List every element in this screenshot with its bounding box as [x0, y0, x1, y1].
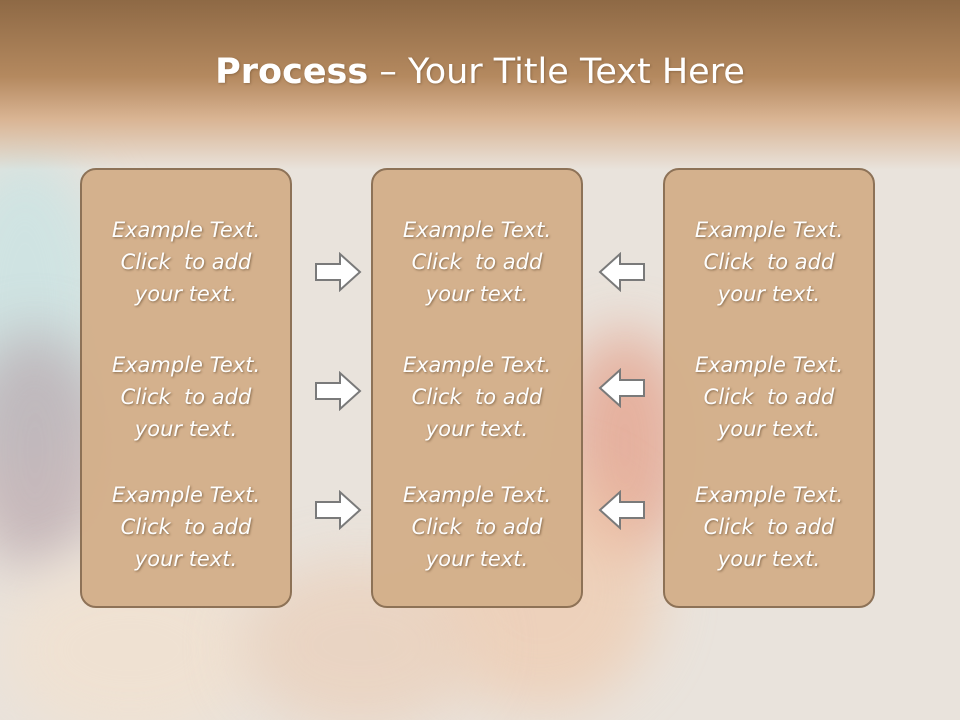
text-line: Click to add: [120, 515, 252, 539]
text-block[interactable]: Example Text. Click to add your text.: [82, 349, 290, 445]
text-block[interactable]: Example Text. Click to add your text.: [665, 349, 873, 445]
text-line: your text.: [425, 547, 529, 571]
text-line: Click to add: [703, 385, 835, 409]
text-line: Click to add: [703, 250, 835, 274]
panel-left[interactable]: Example Text. Click to add your text. Ex…: [80, 168, 292, 608]
text-block[interactable]: Example Text. Click to add your text.: [373, 349, 581, 445]
panel-right[interactable]: Example Text. Click to add your text. Ex…: [663, 168, 875, 608]
text-line: Example Text.: [402, 218, 552, 242]
text-line: your text.: [717, 547, 821, 571]
text-line: Click to add: [120, 385, 252, 409]
text-line: your text.: [134, 547, 238, 571]
title-rest: – Your Title Text Here: [368, 52, 745, 92]
text-line: Example Text.: [694, 353, 844, 377]
text-line: Click to add: [120, 250, 252, 274]
text-line: Click to add: [411, 385, 543, 409]
arrow-right-icon[interactable]: [314, 371, 362, 411]
text-line: your text.: [134, 282, 238, 306]
title-band: [0, 0, 960, 170]
text-line: Example Text.: [111, 218, 261, 242]
panel-middle[interactable]: Example Text. Click to add your text. Ex…: [371, 168, 583, 608]
text-block[interactable]: Example Text. Click to add your text.: [82, 214, 290, 310]
text-line: Example Text.: [402, 353, 552, 377]
arrow-right-icon[interactable]: [314, 490, 362, 530]
slide-title[interactable]: Process – Your Title Text Here: [0, 52, 960, 92]
text-line: your text.: [425, 282, 529, 306]
text-block[interactable]: Example Text. Click to add your text.: [82, 479, 290, 575]
arrow-right-icon[interactable]: [314, 252, 362, 292]
arrow-left-icon[interactable]: [598, 252, 646, 292]
arrow-left-icon[interactable]: [598, 368, 646, 408]
text-line: your text.: [717, 417, 821, 441]
text-line: Example Text.: [111, 483, 261, 507]
text-block[interactable]: Example Text. Click to add your text.: [665, 214, 873, 310]
text-line: Click to add: [411, 515, 543, 539]
text-line: Click to add: [411, 250, 543, 274]
text-line: your text.: [717, 282, 821, 306]
text-line: your text.: [425, 417, 529, 441]
text-line: Click to add: [703, 515, 835, 539]
arrow-left-icon[interactable]: [598, 490, 646, 530]
text-line: Example Text.: [694, 483, 844, 507]
text-block[interactable]: Example Text. Click to add your text.: [373, 479, 581, 575]
text-line: Example Text.: [694, 218, 844, 242]
title-bold: Process: [215, 52, 369, 92]
text-line: Example Text.: [402, 483, 552, 507]
text-line: your text.: [134, 417, 238, 441]
text-block[interactable]: Example Text. Click to add your text.: [373, 214, 581, 310]
text-block[interactable]: Example Text. Click to add your text.: [665, 479, 873, 575]
text-line: Example Text.: [111, 353, 261, 377]
